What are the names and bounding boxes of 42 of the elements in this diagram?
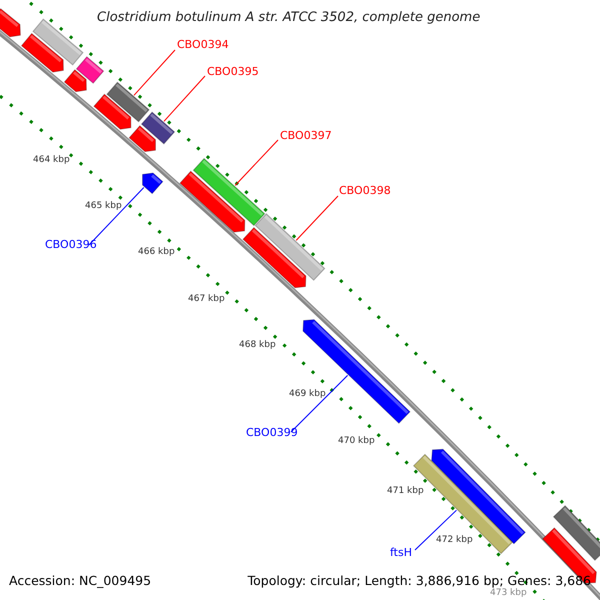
leader-line bbox=[414, 510, 457, 550]
tick-label: 468 kbp bbox=[239, 341, 276, 350]
gene-block bbox=[128, 125, 156, 152]
tick-label: 466 kbp bbox=[138, 248, 175, 257]
gene-label: CBO0398 bbox=[339, 185, 391, 196]
tick-label: 473 kbp bbox=[490, 589, 527, 598]
leader-line bbox=[134, 50, 176, 96]
gene-block bbox=[179, 170, 246, 233]
gene-block bbox=[431, 448, 526, 544]
gene-label: CBO0399 bbox=[246, 427, 298, 438]
chart-title: Clostridium botulinum A str. ATCC 3502, complete genome bbox=[97, 11, 480, 24]
gene-block bbox=[0, 8, 21, 38]
tick-label: 472 kbp bbox=[436, 536, 473, 545]
gene-bar bbox=[32, 18, 84, 66]
leader-line bbox=[164, 76, 206, 122]
gene-block bbox=[242, 226, 306, 288]
gene-block bbox=[20, 32, 64, 73]
gene-bar bbox=[76, 56, 104, 84]
gene-label: CBO0395 bbox=[207, 66, 259, 77]
tick-label: 465 kbp bbox=[85, 202, 122, 211]
gene-block bbox=[64, 69, 87, 92]
gene-bar bbox=[552, 505, 600, 561]
leader-line bbox=[234, 140, 278, 186]
tick-label: 471 kbp bbox=[387, 487, 424, 496]
leader-line bbox=[88, 187, 144, 246]
gene-bar bbox=[254, 213, 326, 281]
gene-label: ftsH bbox=[390, 547, 412, 558]
leader-line bbox=[290, 374, 348, 432]
gene-block bbox=[142, 172, 164, 194]
accession-text: Accession: NC_009495 bbox=[9, 575, 152, 588]
tick-label: 467 kbp bbox=[188, 295, 225, 304]
gene-bar bbox=[106, 82, 150, 122]
leader-line bbox=[296, 196, 338, 241]
gene-bar bbox=[192, 158, 266, 226]
tick-label: 464 kbp bbox=[33, 156, 70, 165]
gene-label: CBO0397 bbox=[280, 130, 332, 141]
gene-bar bbox=[140, 111, 176, 145]
gene-label: CBO0396 bbox=[45, 239, 97, 250]
tick-label: 470 kbp bbox=[338, 437, 375, 446]
tick-label: 469 kbp bbox=[289, 390, 326, 399]
gene-label: CBO0394 bbox=[177, 39, 229, 50]
gene-block bbox=[93, 94, 132, 130]
